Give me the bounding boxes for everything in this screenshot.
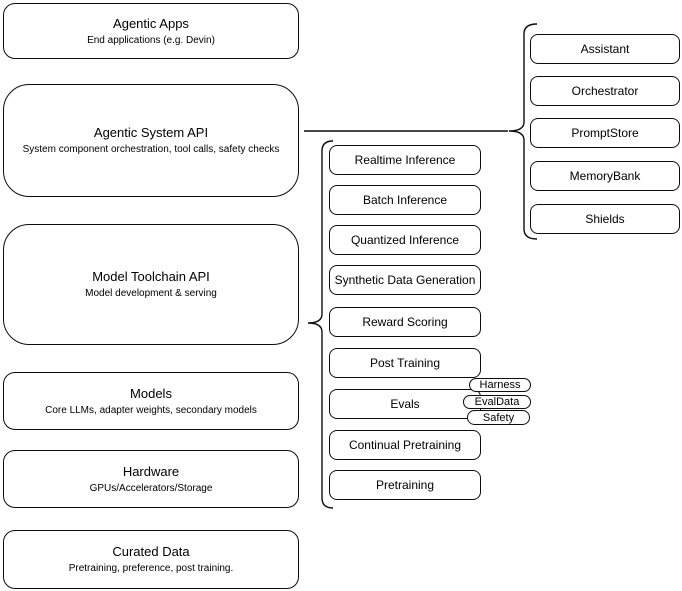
box-model-toolchain-api: Model Toolchain API Model development & … — [3, 224, 299, 345]
box-curated-data: Curated Data Pretraining, preference, po… — [3, 530, 299, 589]
box-subtitle: Core LLMs, adapter weights, secondary mo… — [45, 404, 257, 416]
node-label: Orchestrator — [571, 84, 639, 98]
node-realtime-inference: Realtime Inference — [329, 145, 481, 175]
node-label: Quantized Inference — [350, 233, 460, 247]
box-subtitle: End applications (e.g. Devin) — [87, 34, 215, 46]
brace-system-components — [508, 23, 538, 240]
node-label: Post Training — [369, 356, 441, 370]
box-subtitle: Model development & serving — [85, 288, 217, 299]
node-evals: Evals — [329, 389, 481, 419]
node-continual-pretraining: Continual Pretraining — [329, 430, 481, 460]
pill-evaldata: EvalData — [463, 395, 531, 409]
node-assistant: Assistant — [530, 34, 680, 64]
node-reward-scoring: Reward Scoring — [329, 307, 481, 337]
node-synthetic-data-generation: Synthetic Data Generation — [329, 265, 481, 295]
node-label: Shields — [585, 212, 625, 226]
pill-label: EvalData — [474, 396, 520, 408]
pill-harness: Harness — [469, 378, 531, 392]
box-title: Curated Data — [112, 544, 190, 559]
box-title: Models — [130, 385, 172, 401]
box-title: Hardware — [122, 463, 180, 479]
node-pretraining: Pretraining — [329, 470, 481, 500]
node-quantized-inference: Quantized Inference — [329, 225, 481, 255]
node-label: Pretraining — [375, 478, 435, 492]
node-label: Realtime Inference — [354, 153, 456, 167]
node-label: Assistant — [580, 42, 630, 56]
node-memorybank: MemoryBank — [530, 161, 680, 191]
pill-label: Safety — [482, 411, 515, 424]
node-label: Batch Inference — [362, 193, 448, 207]
node-shields: Shields — [530, 204, 680, 234]
box-title: Agentic Apps — [113, 15, 189, 31]
pill-label: Harness — [479, 379, 521, 391]
node-orchestrator: Orchestrator — [530, 76, 680, 106]
node-label: Synthetic Data Generation — [334, 273, 476, 287]
pill-safety: Safety — [467, 410, 530, 425]
box-title: Agentic System API — [93, 125, 209, 140]
node-label: Evals — [390, 397, 420, 411]
box-models: Models Core LLMs, adapter weights, secon… — [3, 372, 299, 430]
box-subtitle: GPUs/Accelerators/Storage — [89, 482, 213, 494]
box-hardware: Hardware GPUs/Accelerators/Storage — [3, 450, 299, 508]
node-label: MemoryBank — [569, 169, 641, 183]
node-label: Continual Pretraining — [348, 438, 462, 452]
node-promptstore: PromptStore — [530, 118, 680, 148]
node-label: PromptStore — [571, 126, 639, 140]
box-subtitle: System component orchestration, tool cal… — [22, 144, 280, 155]
brace-toolchain — [307, 140, 334, 509]
box-title: Model Toolchain API — [92, 269, 210, 284]
node-post-training: Post Training — [329, 348, 481, 378]
box-agentic-system-api: Agentic System API System component orch… — [3, 84, 299, 197]
node-batch-inference: Batch Inference — [329, 185, 481, 215]
node-label: Reward Scoring — [362, 315, 448, 329]
box-agentic-apps: Agentic Apps End applications (e.g. Devi… — [3, 3, 299, 59]
box-subtitle: Pretraining, preference, post training. — [68, 563, 234, 574]
